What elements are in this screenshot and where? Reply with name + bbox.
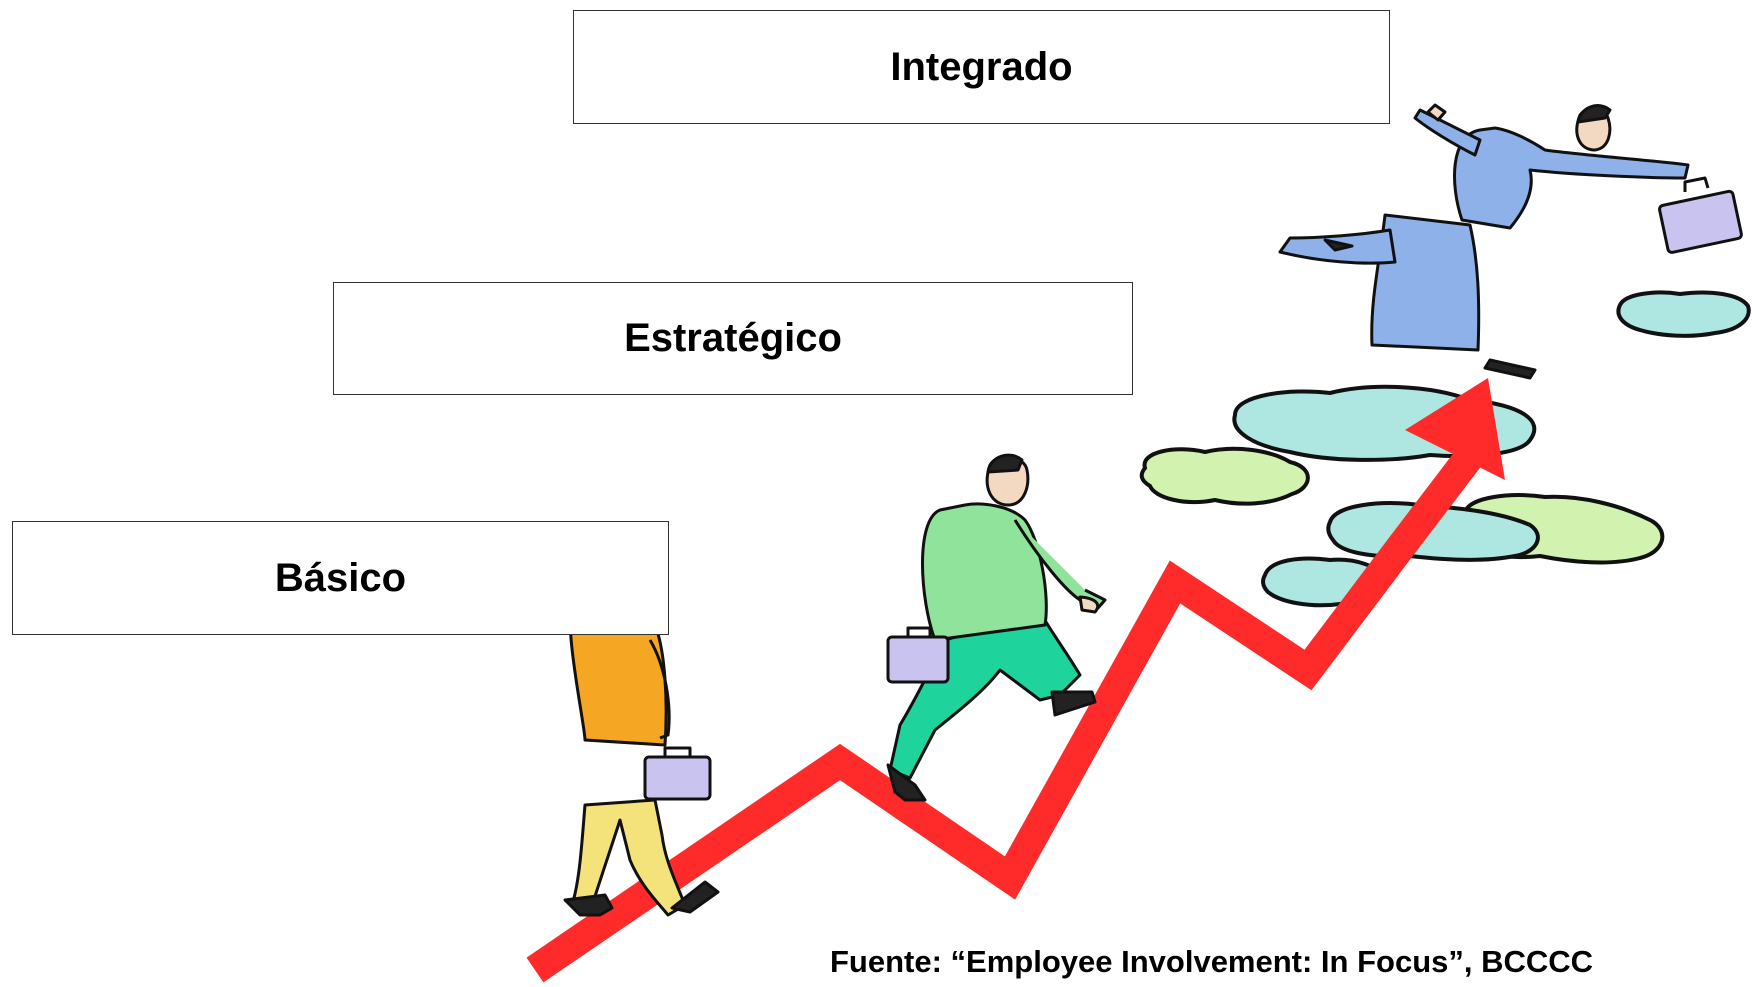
level-box-basico: Básico [12,521,669,635]
cloud-icon [1616,290,1751,338]
level-box-integrado: Integrado [573,10,1390,124]
level-label-integrado: Integrado [890,44,1073,89]
leaping-businessman [1278,103,1743,380]
source-citation: Fuente: “Employee Involvement: In Focus”… [830,944,1594,979]
level-box-estrategico: Estratégico [333,282,1133,395]
rising-arrow [526,378,1505,983]
cloud-icon [1139,446,1310,506]
level-label-estrategico: Estratégico [624,316,842,360]
climbing-businessman [886,453,1107,802]
level-label-basico: Básico [274,555,407,600]
